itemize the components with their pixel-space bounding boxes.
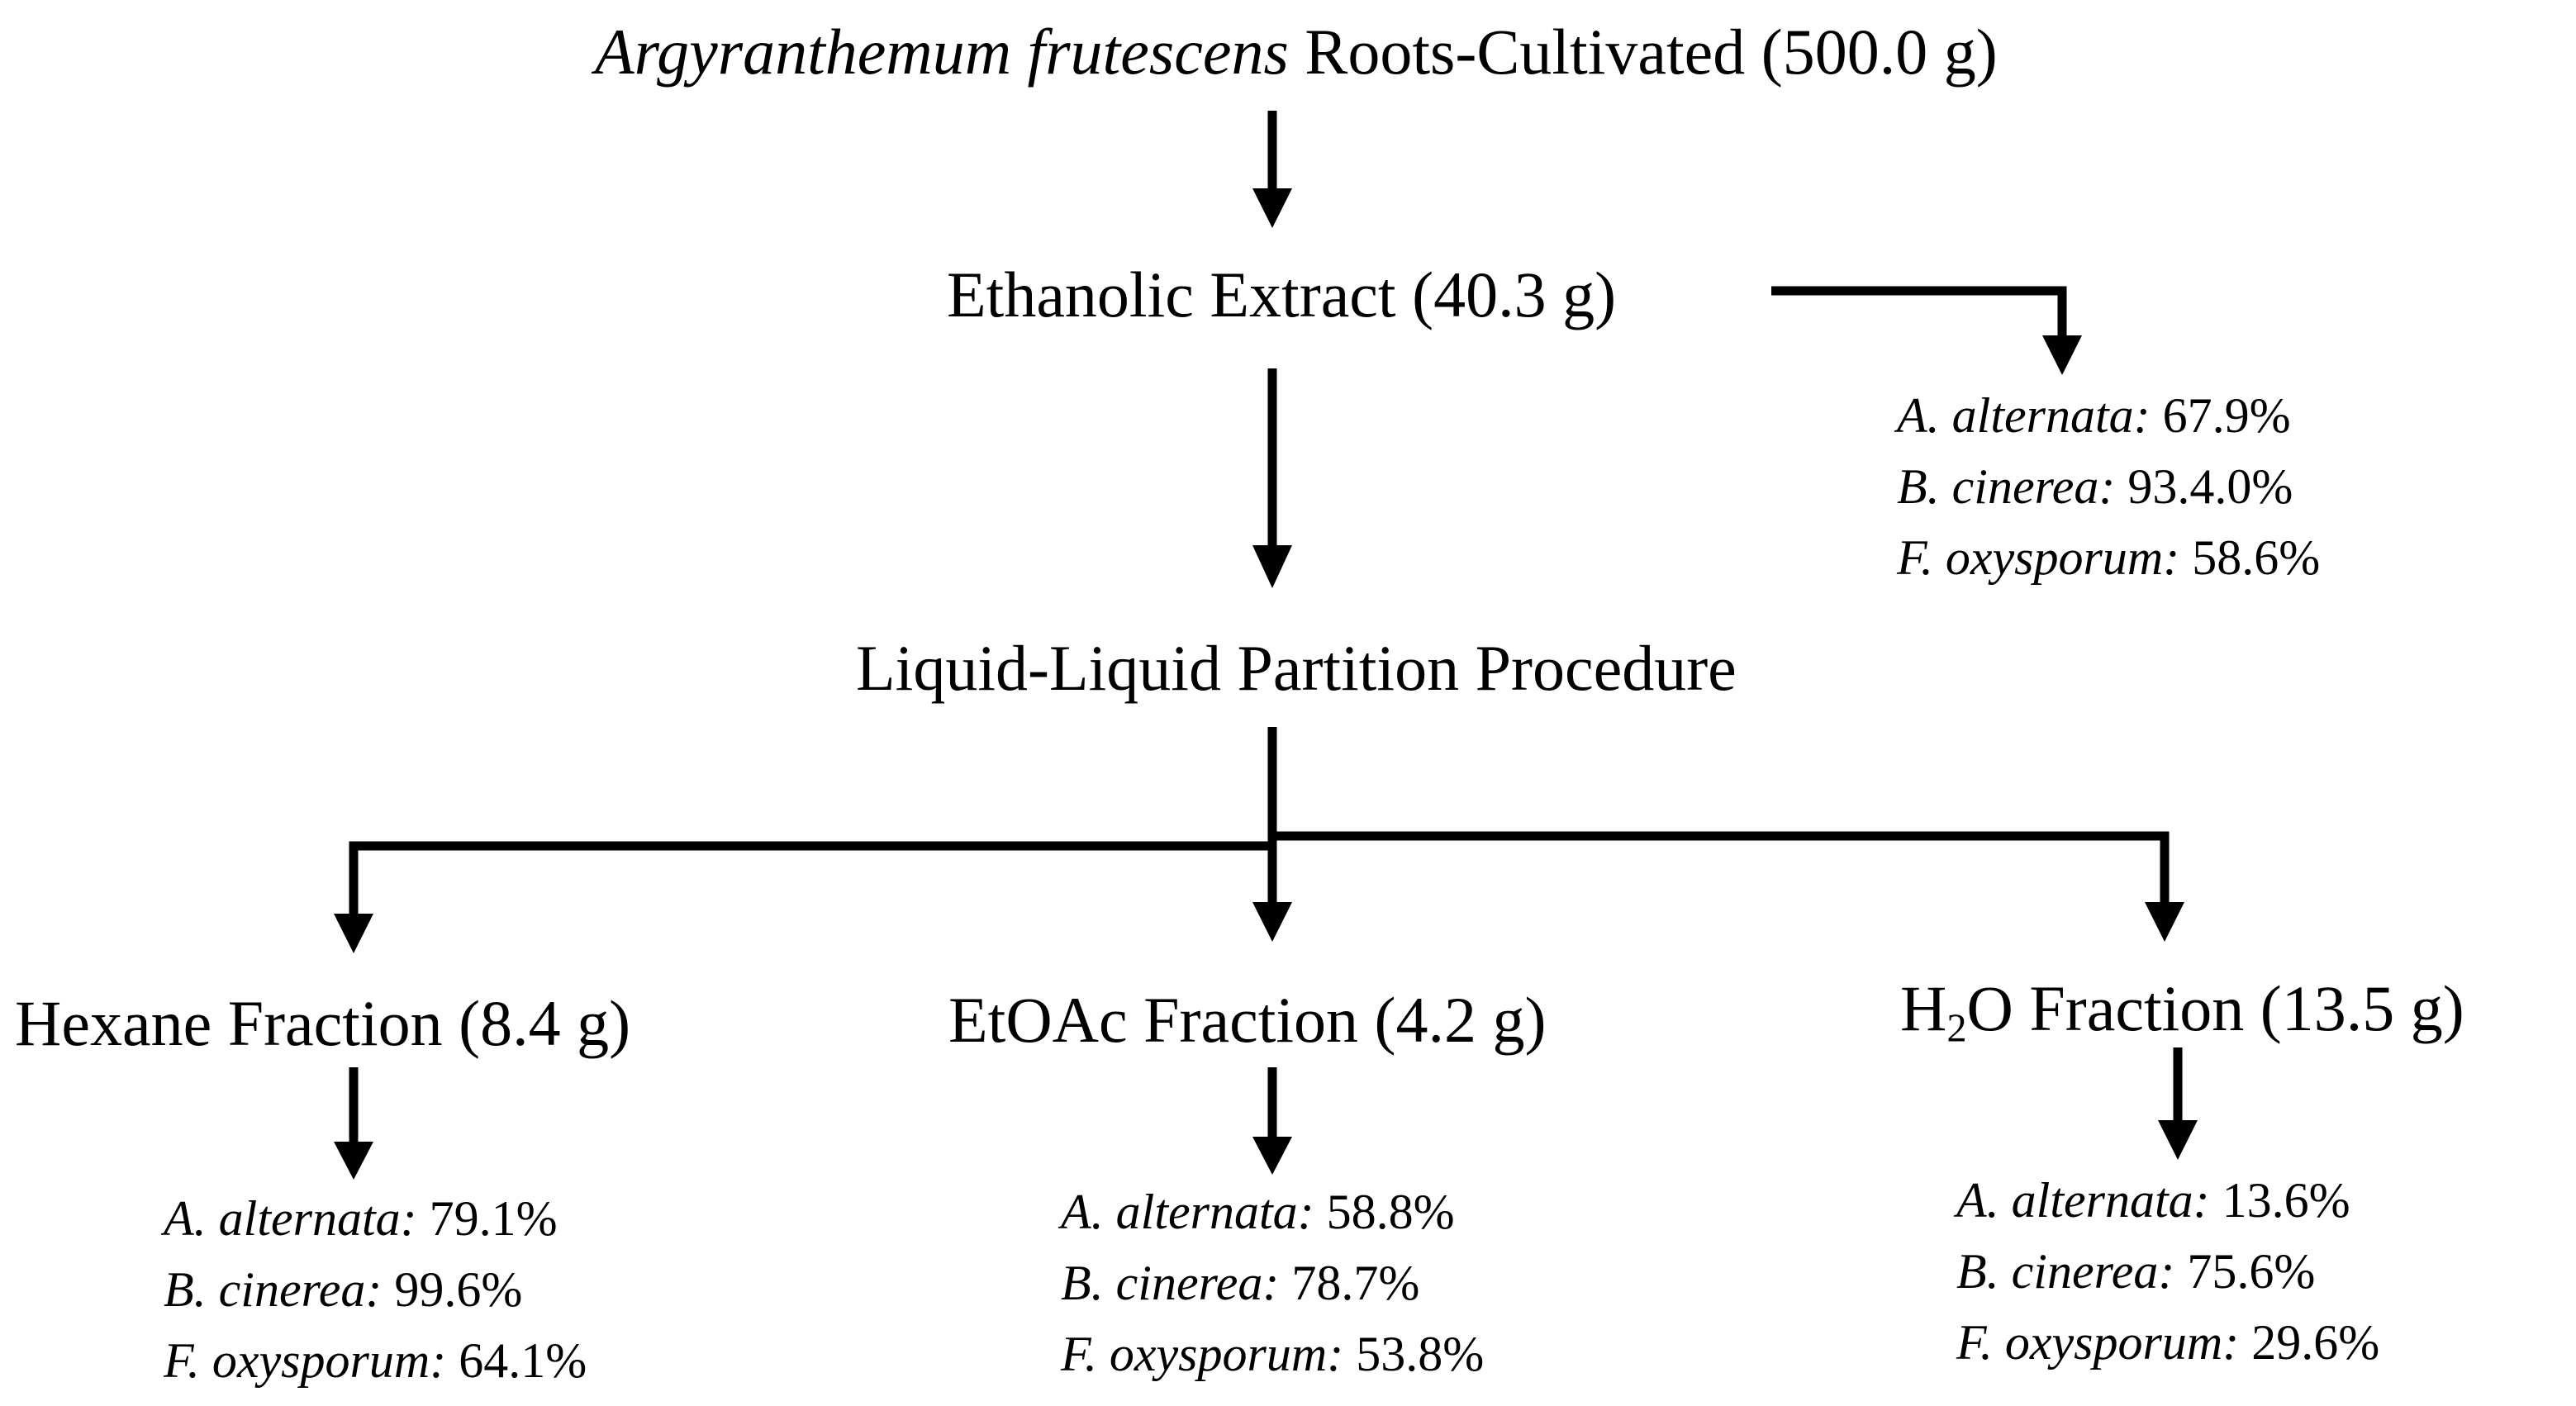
arrow-ethanol-to-partition-head [1252,545,1292,588]
arrow-hexane-branch-head [334,914,373,953]
water-fraction-activity: A. alternata: 13.6% B. cinerea: 75.6% F.… [1956,1165,2379,1378]
ethanolic-extract-activity: A. alternata: 67.9% B. cinerea: 93.4.0% … [1897,380,2320,593]
branch-bar-water [1272,831,2170,905]
arrow-hexane-to-activity-head [334,1142,373,1180]
source-species: Argyranthemum frutescens [595,16,1289,88]
activity-row: B. cinerea: 93.4.0% [1897,459,2293,514]
arrow-etoac-branch-head [1252,902,1292,942]
activity-row: A. alternata: 79.1% [164,1191,558,1246]
activity-row: B. cinerea: 99.6% [164,1262,523,1317]
arrow-water-to-activity-head [2158,1120,2198,1160]
etoac-fraction-activity: A. alternata: 58.8% B. cinerea: 78.7% F.… [1061,1176,1484,1389]
source-material-label: Argyranthemum frutescens Roots-Cultivate… [595,20,1998,84]
activity-row: F. oxysporum: 64.1% [164,1333,587,1388]
activity-row: A. alternata: 58.8% [1061,1185,1455,1239]
water-fraction-label: H2O Fraction (13.5 g) [1900,972,2464,1051]
arrow-water-branch-head [2145,902,2184,942]
source-description: Roots-Cultivated (500.0 g) [1305,16,1998,88]
activity-row: A. alternata: 67.9% [1897,388,2291,443]
ethanolic-extract-label: Ethanolic Extract (40.3 g) [947,259,1617,330]
arrow-ethanol-to-activity-shaft [1771,286,2067,339]
arrow-source-to-ethanol-head [1252,188,1292,228]
hexane-fraction-activity: A. alternata: 79.1% B. cinerea: 99.6% F.… [164,1183,587,1396]
branch-bar-hexane [349,841,1272,917]
activity-row: B. cinerea: 75.6% [1956,1244,2316,1299]
arrow-etoac-to-activity-head [1252,1137,1292,1175]
partition-procedure-label: Liquid-Liquid Partition Procedure [856,632,1737,704]
activity-row: B. cinerea: 78.7% [1061,1256,1420,1310]
activity-row: F. oxysporum: 58.6% [1897,530,2321,585]
activity-row: F. oxysporum: 29.6% [1956,1315,2380,1370]
hexane-fraction-label: Hexane Fraction (8.4 g) [15,987,631,1059]
arrow-ethanol-to-activity-head [2042,335,2082,375]
etoac-fraction-label: EtOAc Fraction (4.2 g) [948,984,1547,1056]
activity-row: A. alternata: 13.6% [1956,1173,2350,1228]
activity-row: F. oxysporum: 53.8% [1061,1327,1485,1381]
